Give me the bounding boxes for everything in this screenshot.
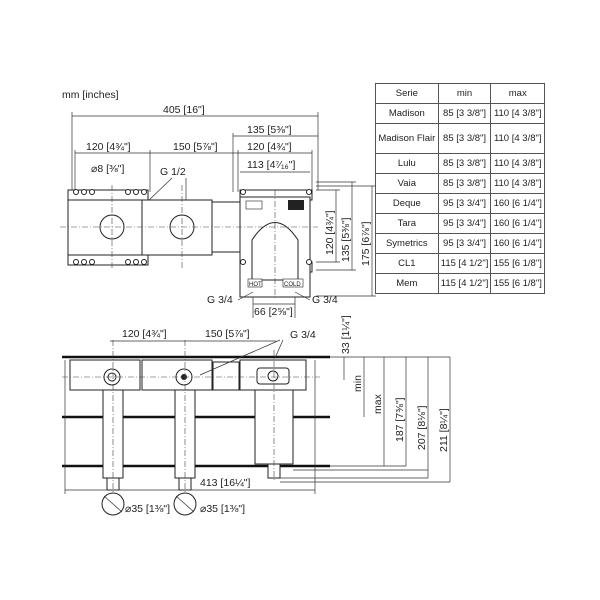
mounting-holes — [73, 189, 312, 265]
cell-min: 85 [3 3/8"] — [437, 103, 492, 124]
cell-serie: Madison — [375, 103, 439, 124]
dim-depth-211: 211 [8¼"] — [438, 408, 450, 452]
cell-min: 95 [3 3/4"] — [437, 213, 492, 234]
dim-thermo-135: 135 [5⅜"] — [247, 124, 292, 136]
top-view-body — [60, 185, 318, 300]
cell-min: 95 [3 3/4"] — [437, 233, 492, 254]
cell-min: 115 [4 1/2"] — [437, 273, 492, 294]
cell-min: 95 [3 3/4"] — [437, 193, 492, 214]
cell-max: 110 [4 3/8"] — [490, 153, 545, 174]
dim-thermo-113: 113 [4⁷⁄₁₆"] — [247, 159, 295, 171]
dim-overall-413: 413 [16¼"] — [200, 477, 251, 489]
cell-min: 85 [3 3/8"] — [437, 123, 492, 154]
dim-depth-187: 187 [7⅜"] — [394, 397, 406, 442]
dim-height-120: 120 [4¾"] — [324, 210, 336, 255]
cold-label: COLD — [284, 282, 301, 288]
cell-max: 160 [6 1/4"] — [490, 193, 545, 214]
label-outlet-left: G 3/4 — [207, 294, 233, 306]
cell-max: 110 [4 3/8"] — [490, 173, 545, 194]
section-dimension-lines — [64, 339, 451, 516]
dim-thermo-120: 120 [4¾"] — [247, 141, 292, 153]
dim-spacing-left: 120 [4¾"] — [86, 141, 131, 153]
header-min: min — [437, 83, 492, 104]
dim-outlet-spacing: 66 [2⅝"] — [254, 306, 293, 318]
cell-serie: CL1 — [375, 253, 439, 274]
dim-overall-width: 405 [16"] — [163, 104, 205, 116]
cell-serie: Vaia — [375, 173, 439, 194]
table-header-row: Serie min max — [375, 83, 545, 104]
units-label: mm [inches] — [62, 89, 119, 101]
cell-max: 110 [4 3/8"] — [490, 103, 545, 124]
cell-serie: Madison Flair — [375, 123, 439, 154]
label-max: max — [372, 393, 384, 414]
dim-spacing-mid: 150 [5⅞"] — [173, 141, 218, 153]
cell-max: 155 [6 1/8"] — [490, 273, 545, 294]
header-max: max — [490, 83, 545, 104]
cell-serie: Deque — [375, 193, 439, 214]
cell-serie: Symetrics — [375, 233, 439, 254]
cell-serie: Mem — [375, 273, 439, 294]
top-dimension-lines — [71, 112, 376, 318]
dim-hole-diameter: ⌀8 [⅜"] — [91, 163, 124, 175]
dim-height-135: 135 [5⅜"] — [340, 217, 352, 262]
cell-max: 110 [4 3/8"] — [490, 123, 545, 154]
cell-max: 160 [6 1/4"] — [490, 213, 545, 234]
cell-min: 85 [3 3/8"] — [437, 153, 492, 174]
cell-max: 155 [6 1/8"] — [490, 253, 545, 274]
dim-diameter-left: ⌀35 [1⅜"] — [125, 503, 170, 515]
dim-section-spacing-left: 120 [4¾"] — [122, 328, 167, 340]
label-inlet-thread: G 1/2 — [160, 166, 186, 178]
label-outlet-right: G 3/4 — [312, 294, 338, 306]
dim-offset-33: 33 [1¼"] — [340, 315, 352, 354]
dim-section-spacing-mid: 150 [5⅞"] — [205, 328, 250, 340]
cell-serie: Lulu — [375, 153, 439, 174]
label-min: min — [352, 375, 364, 392]
cell-serie: Tara — [375, 213, 439, 234]
cell-min: 85 [3 3/8"] — [437, 173, 492, 194]
dim-diameter-right: ⌀35 [1⅜"] — [200, 503, 245, 515]
header-serie: Serie — [375, 83, 439, 104]
dim-height-175: 175 [6⅞"] — [360, 221, 372, 266]
section-view-body — [62, 340, 330, 498]
cell-min: 115 [4 1/2"] — [437, 253, 492, 274]
label-section-thread: G 3/4 — [290, 329, 316, 341]
cell-max: 160 [6 1/4"] — [490, 233, 545, 254]
hot-label: HOT — [249, 282, 262, 288]
dim-depth-207: 207 [8⅛"] — [416, 405, 428, 450]
